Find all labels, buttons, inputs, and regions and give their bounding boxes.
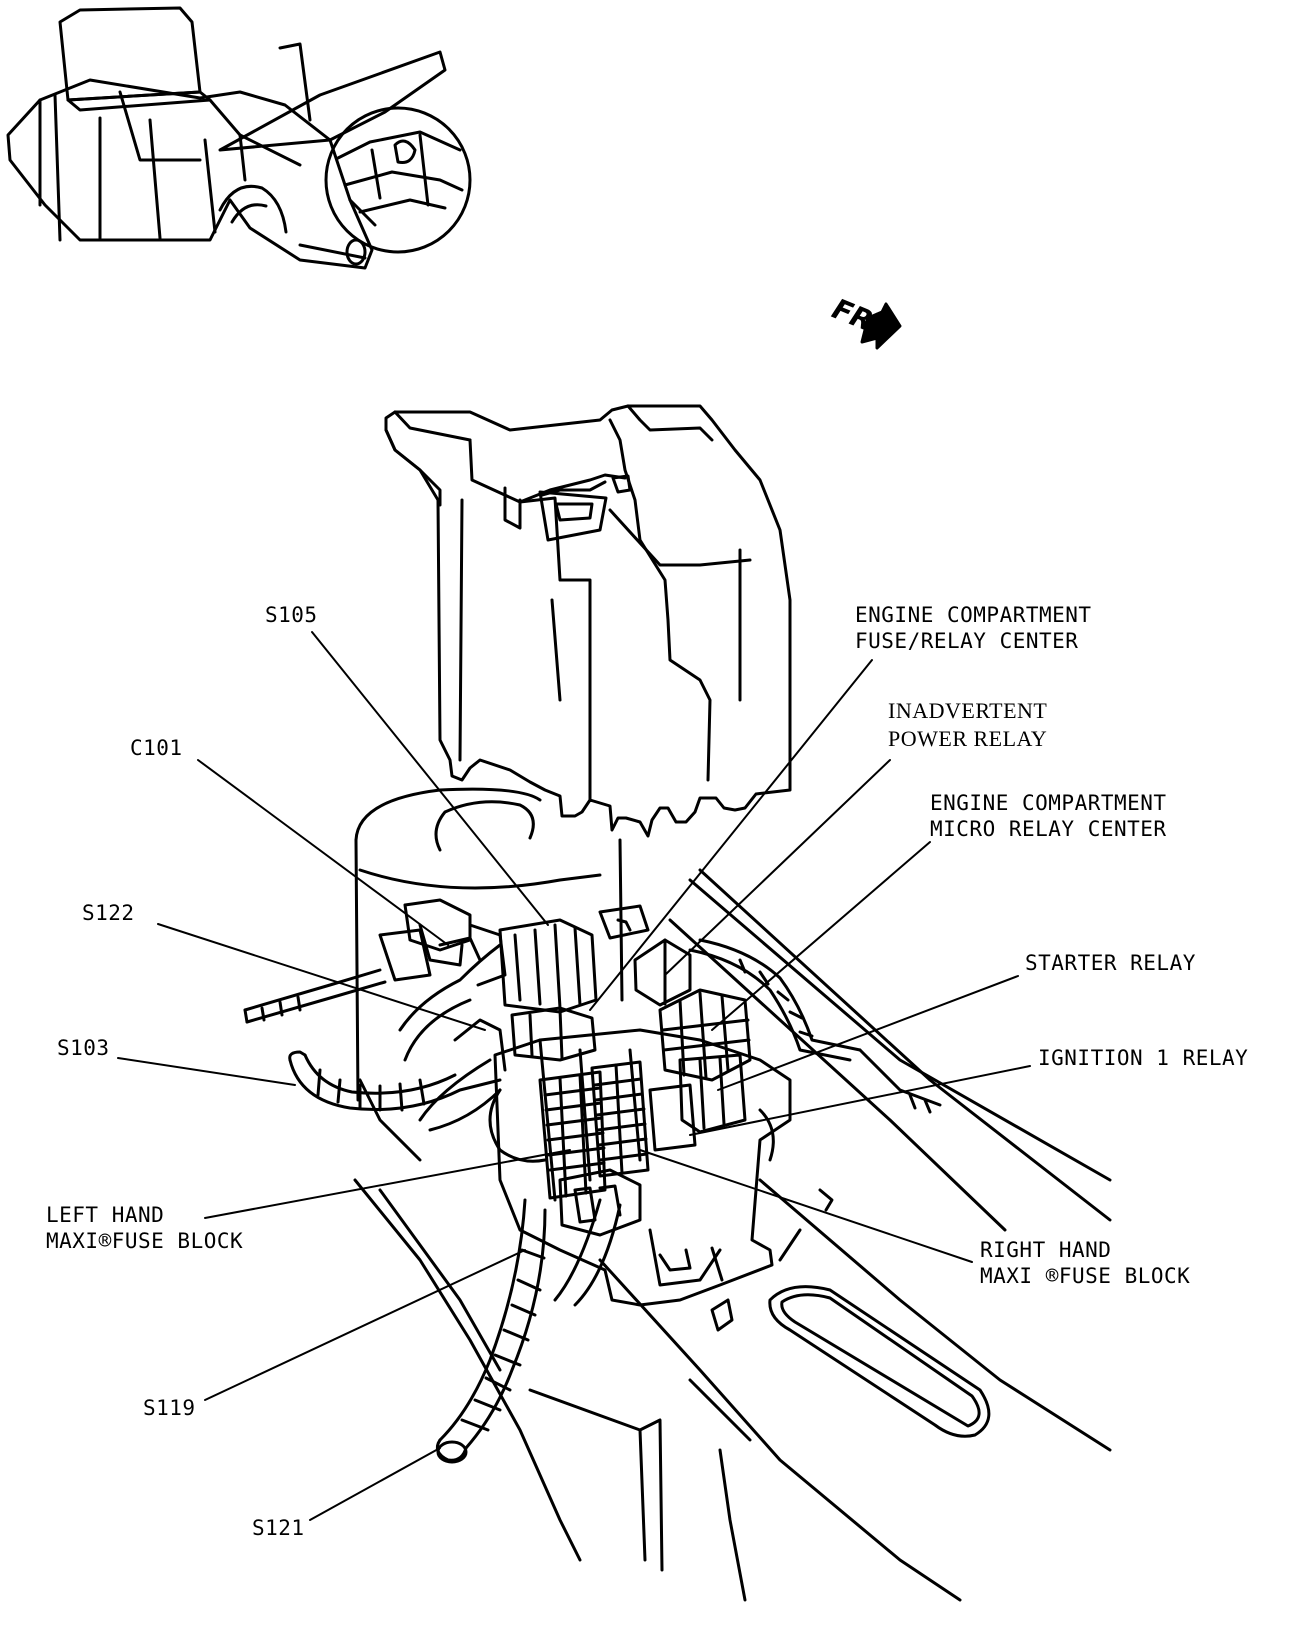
leader-micro-relay (711, 841, 931, 1031)
leader-s119 (204, 1249, 526, 1401)
leader-c101 (197, 759, 449, 946)
label-inadvertent-power-relay: INADVERTENT POWER RELAY (888, 697, 1047, 752)
booster-cylinder-drawing (354, 787, 624, 1162)
vehicle-locator-drawing (6, 6, 472, 270)
label-micro-relay-line2: MICRO RELAY CENTER (930, 817, 1167, 842)
label-right-hand-fuse-line1: RIGHT HAND (980, 1238, 1112, 1262)
label-left-hand-fuse-block: LEFT HAND MAXI®FUSE BLOCK (46, 1202, 243, 1255)
leader-ignition-relay (689, 1065, 1031, 1136)
leader-s105 (311, 631, 549, 926)
label-left-hand-fuse-line1: LEFT HAND (46, 1203, 165, 1227)
fuse-relay-assembly-drawing (378, 898, 792, 1332)
leader-s121 (309, 1447, 441, 1521)
label-left-hand-fuse-line2: MAXI®FUSE BLOCK (46, 1229, 244, 1254)
label-right-hand-fuse-line2: MAXI ®FUSE BLOCK (980, 1264, 1191, 1289)
leader-s103 (117, 1057, 296, 1086)
leader-right-hand-fuse (639, 1149, 973, 1263)
fender-rail-drawing (668, 868, 1112, 1452)
label-s119: S119 (143, 1396, 196, 1420)
leader-inadvertent (664, 759, 891, 976)
label-c101: C101 (130, 736, 183, 760)
front-direction-arrow (860, 302, 902, 350)
label-right-hand-fuse-block: RIGHT HAND MAXI ®FUSE BLOCK (980, 1237, 1190, 1290)
leader-engine-fuse-relay (589, 659, 873, 1011)
label-s121: S121 (252, 1516, 305, 1540)
label-inadvertent-line1: INADVERTENT (888, 698, 1048, 723)
leader-starter-relay (717, 975, 1019, 1091)
label-starter-relay: STARTER RELAY (1025, 951, 1196, 975)
label-engine-fuse-relay-line2: FUSE/RELAY CENTER (855, 629, 1079, 654)
label-micro-relay-line1: ENGINE COMPARTMENT (930, 791, 1167, 815)
leader-lines (117, 631, 1031, 1521)
label-s105: S105 (265, 603, 318, 627)
label-s122: S122 (82, 901, 135, 925)
label-micro-relay-center: ENGINE COMPARTMENT MICRO RELAY CENTER (930, 790, 1167, 843)
wiring-harness-drawing (243, 938, 942, 1464)
label-ignition-relay: IGNITION 1 RELAY (1038, 1046, 1249, 1070)
fuse-relay-cover-drawing (384, 404, 792, 838)
label-engine-fuse-relay-center: ENGINE COMPARTMENT FUSE/RELAY CENTER (855, 602, 1092, 655)
leader-s122 (157, 923, 486, 1031)
leader-left-hand-fuse (204, 1149, 571, 1219)
label-s103: S103 (57, 1036, 110, 1060)
label-inadvertent-line2: POWER RELAY (888, 725, 1048, 751)
lower-rail-drawing (353, 1178, 962, 1602)
label-engine-fuse-relay-line1: ENGINE COMPARTMENT (855, 603, 1092, 627)
